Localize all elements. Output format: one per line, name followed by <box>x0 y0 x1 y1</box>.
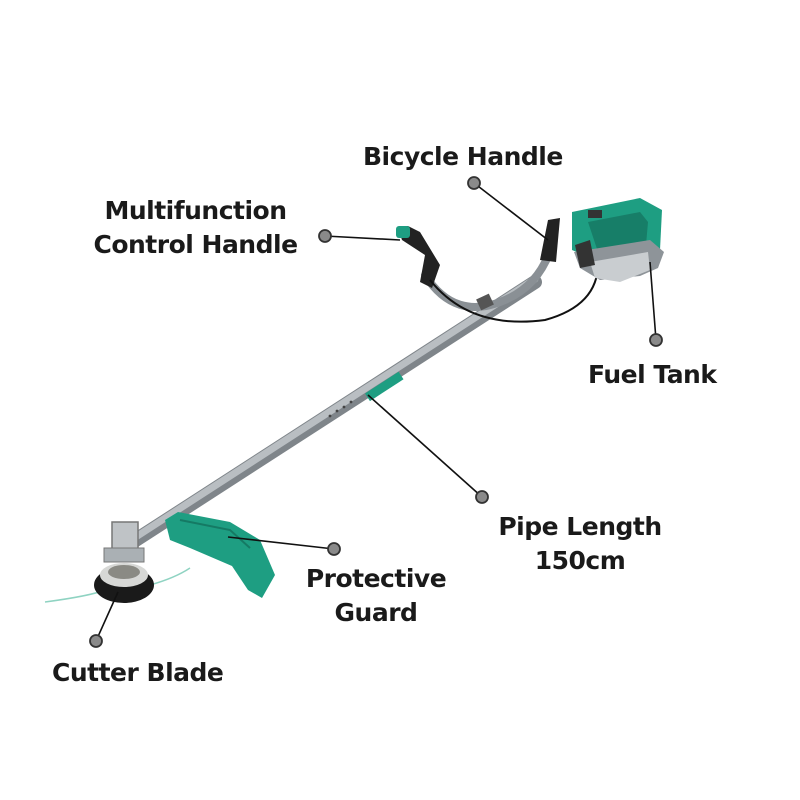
main-pipe <box>121 275 542 552</box>
leader-protective-guard <box>227 536 335 550</box>
leader-fuel-tank <box>649 261 657 341</box>
leader-control-handle <box>324 235 401 241</box>
callout-markers <box>89 176 663 648</box>
label-protective-guard-line1: Protective <box>305 564 447 593</box>
bicycle-handle-bar <box>396 218 560 311</box>
protective-guard <box>165 512 275 598</box>
leader-cutter-blade <box>95 591 119 642</box>
label-fuel-tank: Fuel Tank <box>588 358 717 392</box>
label-protective-guard-line2: Guard <box>334 598 418 627</box>
engine-unit <box>572 198 664 282</box>
marker-bicycle-handle <box>467 176 481 190</box>
label-pipe-length: Pipe Length 150cm <box>490 510 670 578</box>
marker-pipe-length <box>475 490 489 504</box>
marker-fuel-tank <box>649 333 663 347</box>
label-control-handle-line1: Multifunction <box>104 196 287 225</box>
label-bicycle-handle: Bicycle Handle <box>363 140 563 174</box>
leader-pipe-length <box>367 394 483 498</box>
cutter-head <box>94 521 154 603</box>
label-control-handle-line2: Control Handle <box>93 230 298 259</box>
leader-lines <box>95 182 657 642</box>
label-protective-guard: Protective Guard <box>296 562 456 630</box>
marker-protective-guard <box>327 542 341 556</box>
label-fuel-tank-text: Fuel Tank <box>588 360 717 389</box>
throttle-cable <box>429 259 600 323</box>
label-cutter-blade: Cutter Blade <box>52 656 224 690</box>
label-cutter-blade-text: Cutter Blade <box>52 658 224 687</box>
label-pipe-length-line1: Pipe Length <box>498 512 662 541</box>
leader-bicycle-handle <box>473 182 549 241</box>
label-bicycle-handle-text: Bicycle Handle <box>363 142 563 171</box>
label-pipe-length-line2: 150cm <box>534 546 626 575</box>
label-control-handle: Multifunction Control Handle <box>88 194 303 262</box>
marker-cutter-blade <box>89 634 103 648</box>
marker-control-handle <box>318 229 332 243</box>
